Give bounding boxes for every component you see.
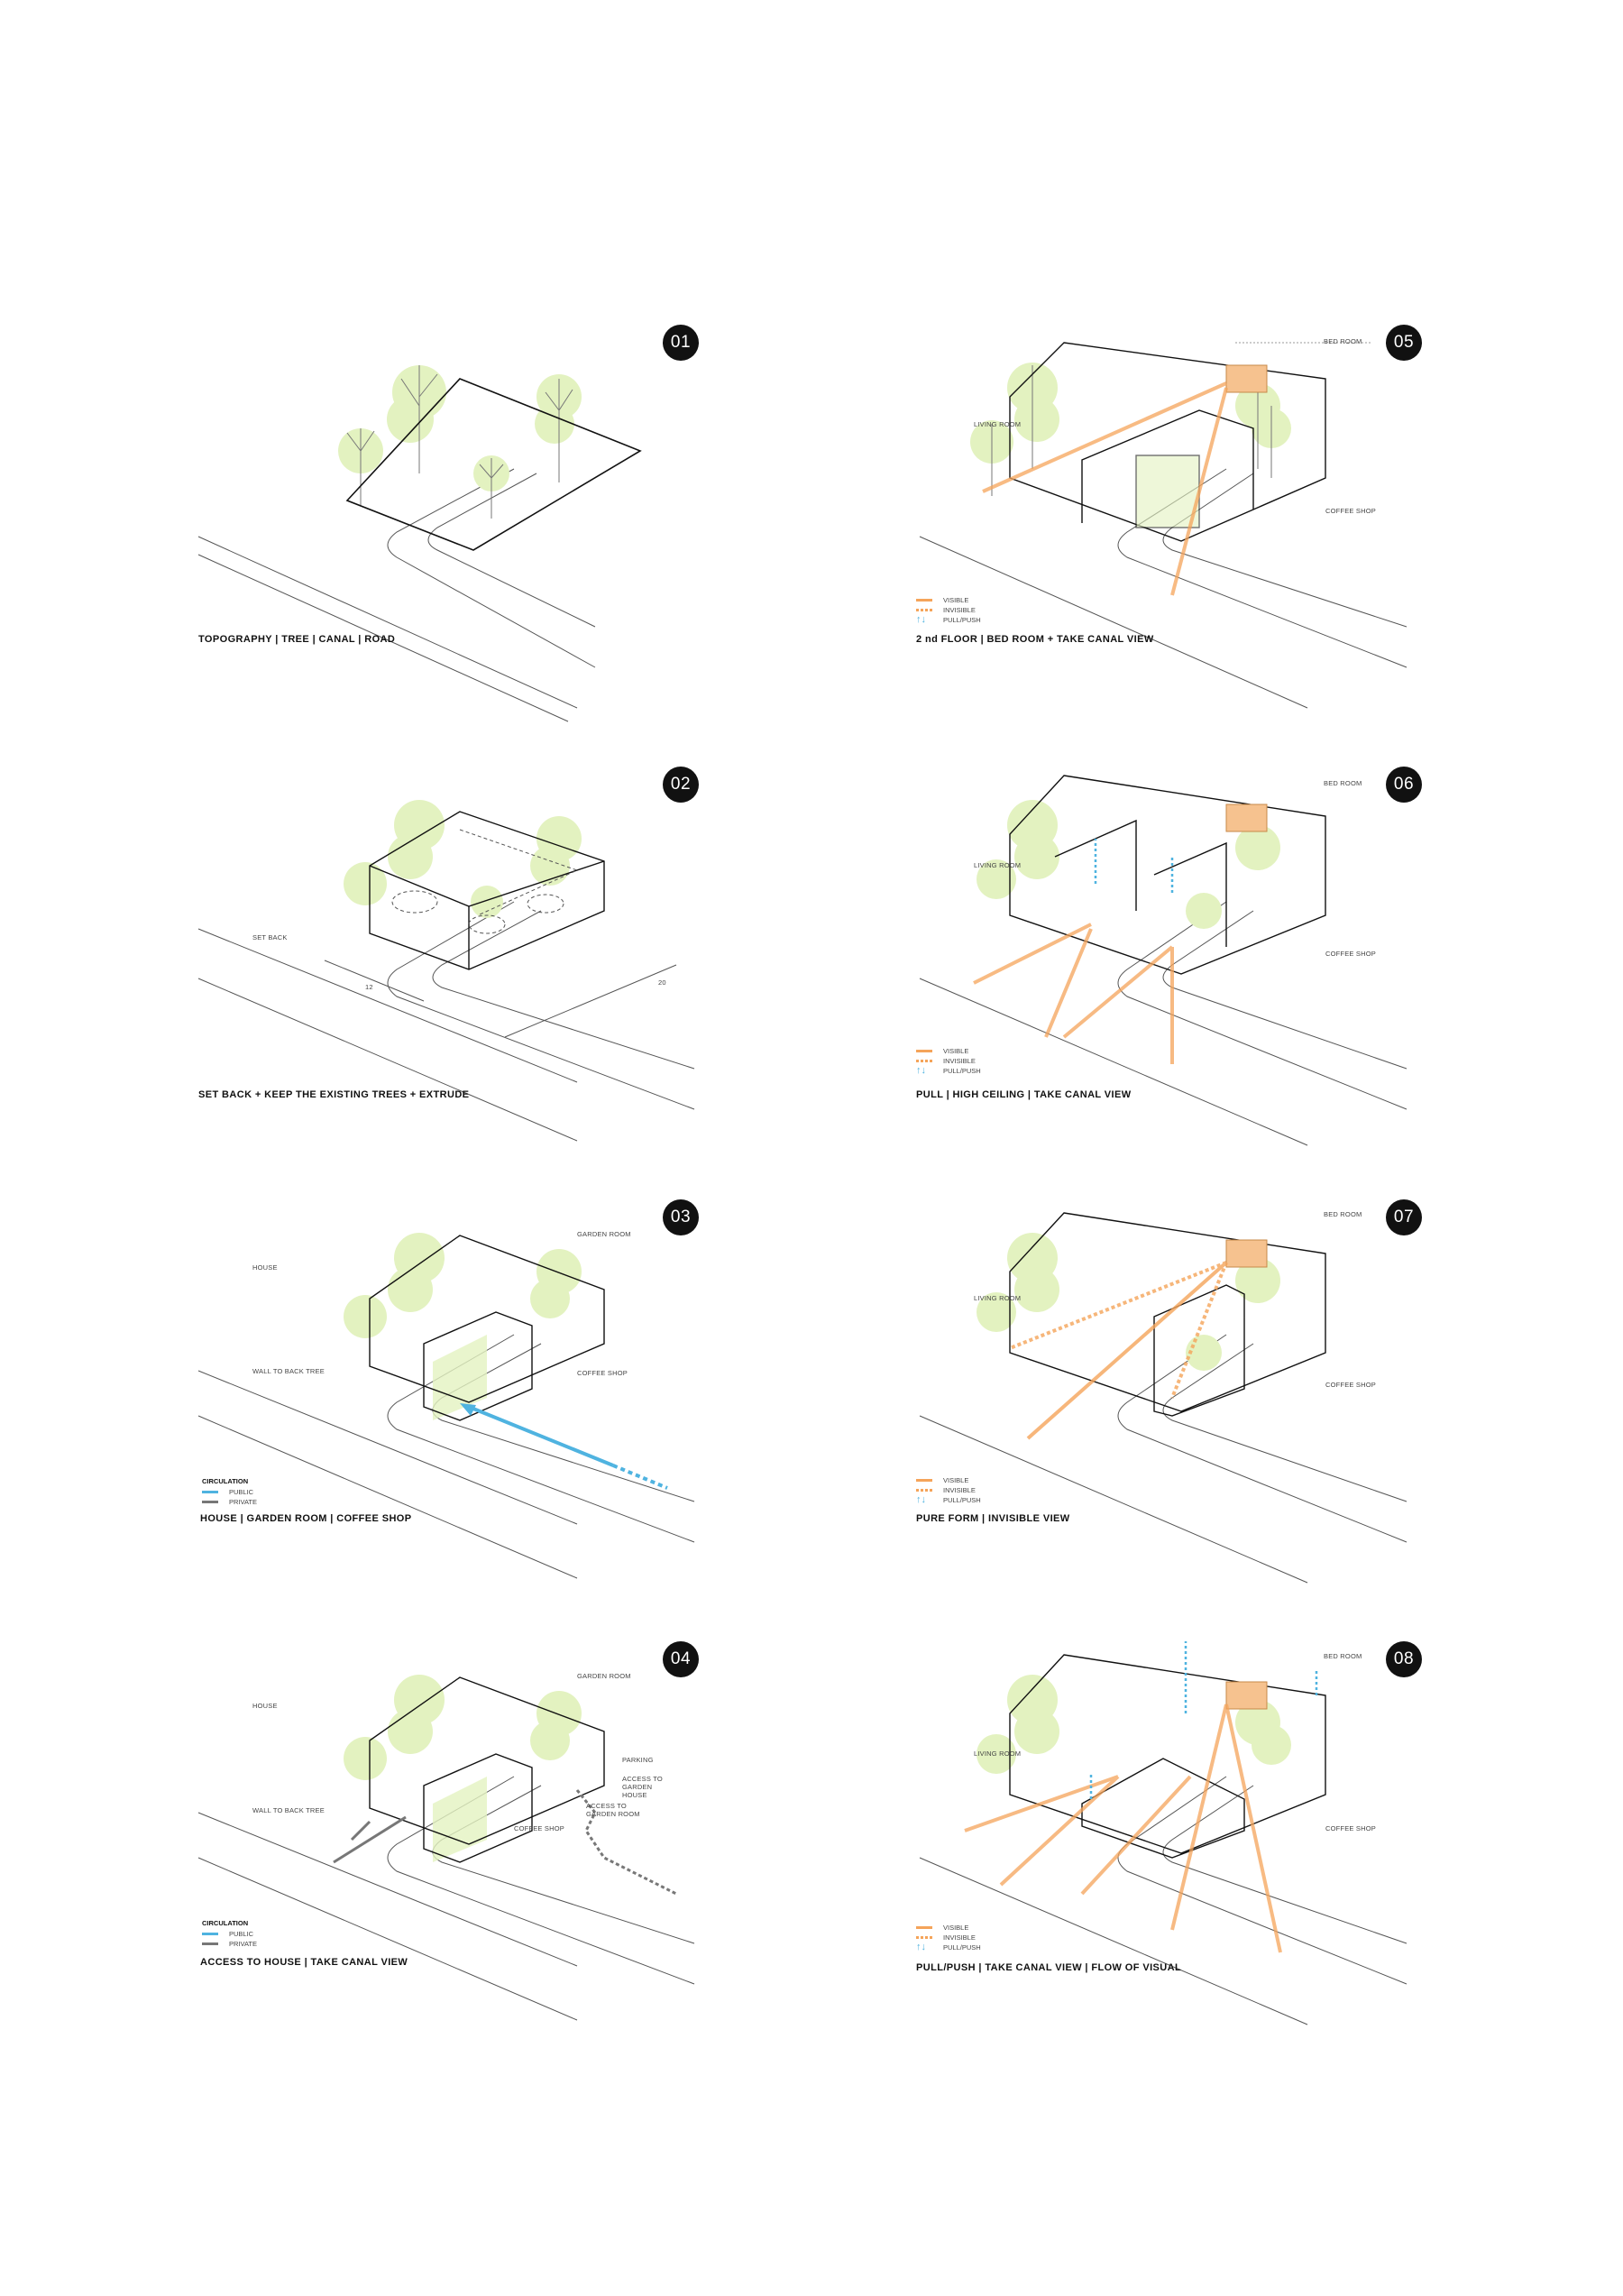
view-legend: VISIBLE INVISIBLE ↑↓PULL/PUSH <box>916 1047 981 1076</box>
program-diagram-03 <box>197 1233 695 1579</box>
coffee-shop-label: COFFEE SHOP <box>1325 950 1376 958</box>
coffee-shop-label: COFFEE SHOP <box>1325 507 1376 515</box>
bed-room-label: BED ROOM <box>1324 1210 1362 1218</box>
bed-room-label: BED ROOM <box>1324 1652 1362 1660</box>
step-number-badge: 04 <box>663 1641 699 1677</box>
wall-to-back-tree-label: WALL TO BACK TREE <box>252 1806 325 1814</box>
dimension-12-label: 12 <box>365 983 373 991</box>
view-diagram-07 <box>919 1212 1408 1584</box>
view-diagram-05 <box>919 342 1408 709</box>
step-number-badge: 01 <box>663 325 699 361</box>
pull-push-icon: ↑↓ <box>916 1494 926 1505</box>
wall-to-back-tree-label: WALL TO BACK TREE <box>252 1367 325 1375</box>
circulation-legend: CIRCULATION PUBLIC PRIVATE <box>202 1477 257 1506</box>
panel-02: 02 SET BACK 12 20 SET BACK + KEEP THE EX… <box>189 767 875 1181</box>
access-to-garden-room-label: ACCESS TO GARDEN ROOM <box>586 1802 640 1818</box>
coffee-shop-label: COFFEE SHOP <box>514 1824 564 1832</box>
panel-caption: TOPOGRAPHY | TREE | CANAL | ROAD <box>198 634 396 645</box>
panel-06: 06 BED ROOM LIVING ROOM COFFEE SHOP VISI… <box>902 767 1587 1181</box>
bed-room-label: BED ROOM <box>1324 337 1362 345</box>
view-legend: VISIBLE INVISIBLE ↑↓PULL/PUSH <box>916 1924 981 1952</box>
coffee-shop-label: COFFEE SHOP <box>1325 1381 1376 1389</box>
view-legend: VISIBLE INVISIBLE ↑↓PULL/PUSH <box>916 596 981 625</box>
site-diagram-01 <box>197 365 642 722</box>
panel-01: 01 TOPOGRAPHY | TREE | CANAL | ROAD <box>189 325 875 739</box>
bed-room-label: BED ROOM <box>1324 779 1362 787</box>
view-diagram-06 <box>919 775 1408 1146</box>
panel-05: 05 BED ROOM LIVING ROOM COFFEE SHOP VISI… <box>902 325 1587 739</box>
step-number-badge: 06 <box>1386 767 1422 803</box>
access-diagram-04 <box>197 1675 695 2021</box>
panel-caption: ACCESS TO HOUSE | TAKE CANAL VIEW <box>200 1957 408 1968</box>
panel-03: 03 GARDEN ROOM HOUSE WALL TO BACK TREE C… <box>189 1199 875 1614</box>
panel-caption: PURE FORM | INVISIBLE VIEW <box>916 1513 1070 1524</box>
living-room-label: LIVING ROOM <box>974 861 1022 869</box>
panel-caption: PULL/PUSH | TAKE CANAL VIEW | FLOW OF VI… <box>916 1962 1182 1973</box>
panel-caption: 2 nd FLOOR | BED ROOM + TAKE CANAL VIEW <box>916 634 1154 645</box>
garden-room-label: GARDEN ROOM <box>577 1230 631 1238</box>
circulation-legend: CIRCULATION PUBLIC PRIVATE <box>202 1919 257 1948</box>
panel-caption: HOUSE | GARDEN ROOM | COFFEE SHOP <box>200 1513 412 1524</box>
garden-room-label: GARDEN ROOM <box>577 1672 631 1680</box>
step-number-badge: 07 <box>1386 1199 1422 1235</box>
coffee-shop-label: COFFEE SHOP <box>577 1369 628 1377</box>
step-number-badge: 02 <box>663 767 699 803</box>
panel-04: 04 GARDEN ROOM HOUSE PARKING ACCESS TO G… <box>189 1641 875 2056</box>
view-legend: VISIBLE INVISIBLE ↑↓PULL/PUSH <box>916 1476 981 1505</box>
living-room-label: LIVING ROOM <box>974 1294 1022 1302</box>
step-number-badge: 03 <box>663 1199 699 1235</box>
pull-push-icon: ↑↓ <box>916 614 926 625</box>
access-to-garden-house-label: ACCESS TO GARDEN HOUSE <box>622 1775 663 1799</box>
pull-push-icon: ↑↓ <box>916 1942 926 1952</box>
panel-caption: SET BACK + KEEP THE EXISTING TREES + EXT… <box>198 1089 470 1100</box>
panel-07: 07 BED ROOM LIVING ROOM COFFEE SHOP VISI… <box>902 1199 1587 1614</box>
set-back-label: SET BACK <box>252 933 288 941</box>
step-number-badge: 05 <box>1386 325 1422 361</box>
house-label: HOUSE <box>252 1702 278 1710</box>
setback-diagram-02 <box>197 800 695 1142</box>
pull-push-icon: ↑↓ <box>916 1065 926 1076</box>
view-diagram-08 <box>919 1641 1408 2025</box>
step-number-badge: 08 <box>1386 1641 1422 1677</box>
parking-label: PARKING <box>622 1756 654 1764</box>
house-label: HOUSE <box>252 1263 278 1272</box>
panel-08: 08 BED ROOM LIVING ROOM COFFEE SHOP VISI… <box>902 1641 1587 2056</box>
coffee-shop-label: COFFEE SHOP <box>1325 1824 1376 1832</box>
living-room-label: LIVING ROOM <box>974 1750 1022 1758</box>
panel-caption: PULL | HIGH CEILING | TAKE CANAL VIEW <box>916 1089 1132 1100</box>
dimension-20-label: 20 <box>658 978 666 987</box>
living-room-label: LIVING ROOM <box>974 420 1022 428</box>
